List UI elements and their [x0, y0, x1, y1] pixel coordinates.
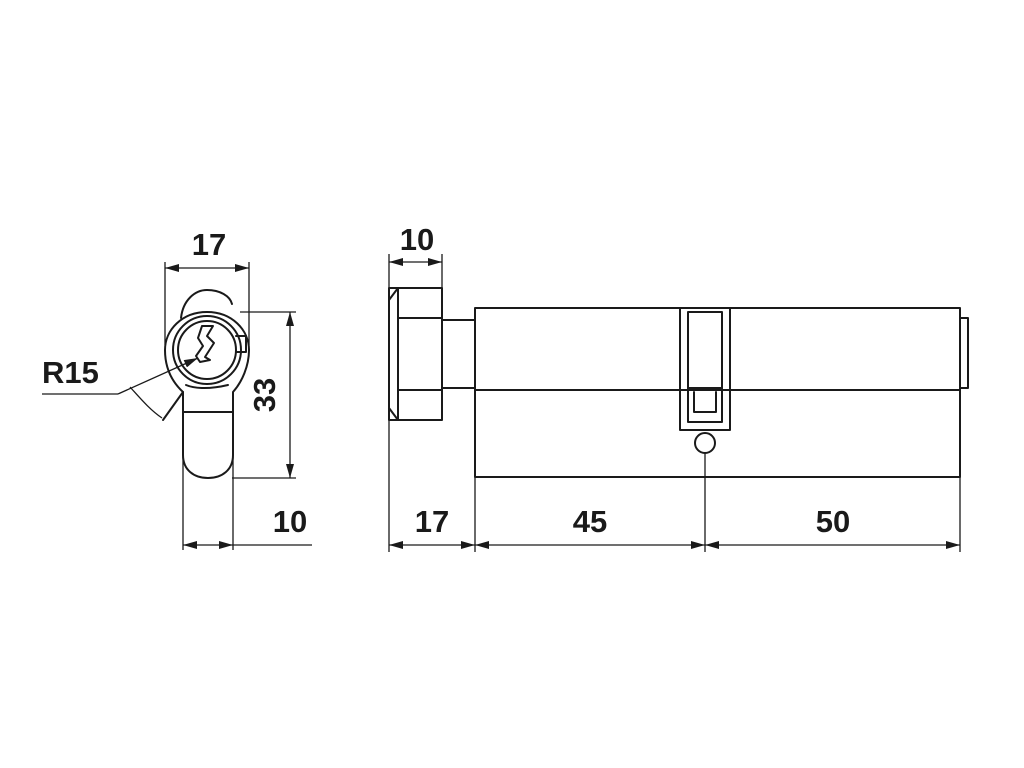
side-knob-chamfer [388, 287, 399, 421]
side-right-body-label: 50 [816, 504, 850, 539]
radius-arc [129, 386, 163, 419]
front-bottom-label: 10 [273, 504, 307, 539]
side-cam-detail [687, 387, 723, 413]
front-height-label: 33 [247, 378, 282, 412]
radius-label: R15 [42, 355, 99, 390]
front-body-profile [164, 311, 250, 479]
side-end-cap [959, 317, 969, 389]
front-knob-outline [180, 289, 233, 319]
side-spindle [441, 319, 476, 389]
front-knob-wing [162, 391, 184, 421]
side-knob [388, 287, 443, 421]
side-cam-slot [679, 307, 731, 431]
front-width-label: 17 [192, 227, 226, 262]
side-knob-grip [397, 317, 443, 391]
front-plug-inner-circle [177, 320, 237, 380]
side-cam [687, 311, 723, 423]
side-body-outline [474, 307, 961, 478]
side-view: 10 17 45 50 [388, 222, 969, 552]
side-knob-offset-label: 17 [415, 504, 449, 539]
front-plug-circle [172, 315, 242, 385]
front-cam-detail [235, 335, 247, 353]
front-view: R15 17 33 10 [42, 227, 312, 550]
side-left-body-label: 45 [573, 504, 607, 539]
side-screw-hole [694, 432, 716, 454]
front-keyway [195, 325, 215, 363]
side-knob-width-label: 10 [400, 222, 434, 257]
front-cam-notch [185, 384, 229, 389]
